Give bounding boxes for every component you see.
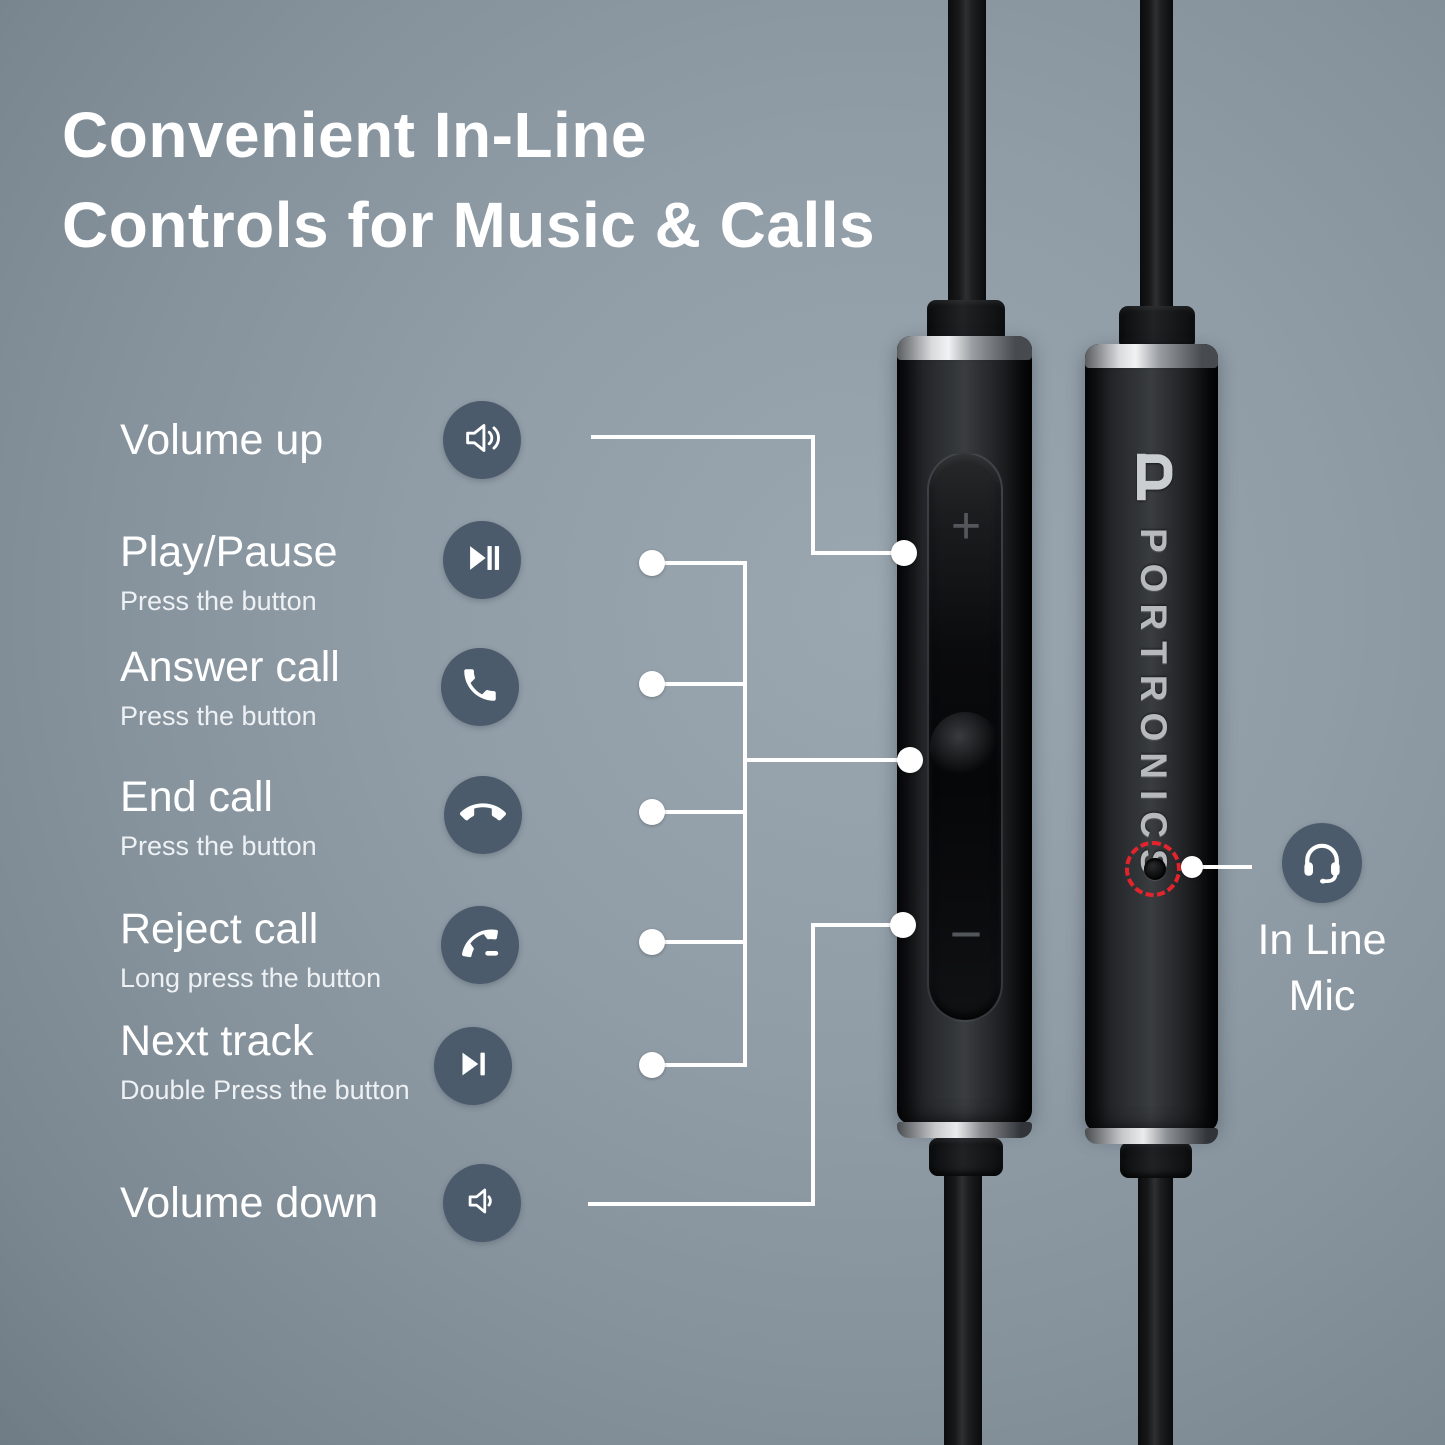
volume-up-badge xyxy=(443,401,521,479)
feature-row-next-track: Next track Double Press the button xyxy=(120,1015,410,1107)
callout-dot-plus-button xyxy=(891,540,917,566)
in-line-mic-label: In Line Mic xyxy=(1192,912,1445,1024)
callout-dot-reject-call xyxy=(639,929,665,955)
callout-line-play-pause xyxy=(652,561,745,565)
callout-dot-end-call xyxy=(639,799,665,825)
feature-title: Reject call xyxy=(120,905,319,953)
callout-dot-answer-call xyxy=(639,671,665,697)
in-line-mic-label-line-2: Mic xyxy=(1288,972,1356,1020)
portronics-logo-icon xyxy=(1121,446,1185,513)
answer-call-icon xyxy=(459,664,501,711)
feature-subtitle: Press the button xyxy=(120,831,317,861)
in-line-mic-badge xyxy=(1282,823,1362,903)
volume-down-badge xyxy=(443,1164,521,1242)
callout-dot-next-track xyxy=(639,1052,665,1078)
play-pause-badge xyxy=(443,521,521,599)
feature-row-reject-call: Reject call Long press the button xyxy=(120,903,381,995)
feature-subtitle: Long press the button xyxy=(120,963,382,993)
page-title: Convenient In-Line Controls for Music & … xyxy=(62,90,875,270)
next-track-badge xyxy=(434,1027,512,1105)
feature-subtitle: Press the button xyxy=(120,701,317,731)
callout-line-answer-call xyxy=(652,682,745,686)
reject-call-badge xyxy=(441,906,519,984)
feature-title: Next track xyxy=(120,1017,314,1065)
feature-row-volume-down: Volume down xyxy=(120,1177,378,1229)
center-button xyxy=(930,712,1000,782)
left-cable-bottom xyxy=(944,1168,982,1445)
feature-row-answer-call: Answer call Press the button xyxy=(120,641,340,733)
end-call-icon xyxy=(459,790,506,841)
right-pod-top-collar xyxy=(1119,306,1195,350)
callout-line-end-call xyxy=(652,810,745,814)
left-pod-bottom-collar xyxy=(929,1138,1003,1176)
callout-line-volume-down-h1 xyxy=(588,1202,813,1206)
feature-title: End call xyxy=(120,773,273,821)
answer-call-badge xyxy=(441,648,519,726)
feature-subtitle: Double Press the button xyxy=(120,1075,410,1105)
reject-call-icon xyxy=(459,922,501,969)
volume-up-mark: + xyxy=(950,497,982,555)
callout-dot-play-pause xyxy=(639,550,665,576)
callout-dot-minus-button xyxy=(890,912,916,938)
right-cable-bottom xyxy=(1138,1172,1173,1445)
right-pod-bottom-collar xyxy=(1120,1142,1192,1178)
feature-subtitle: Press the button xyxy=(120,586,317,616)
callout-line-next-track xyxy=(652,1063,745,1067)
volume-down-mark: − xyxy=(949,902,983,965)
feature-row-end-call: End call Press the button xyxy=(120,771,317,863)
feature-row-volume-up: Volume up xyxy=(120,414,323,466)
title-line-1: Convenient In-Line xyxy=(62,99,647,171)
callout-line-volume-up-v xyxy=(811,435,815,555)
title-line-2: Controls for Music & Calls xyxy=(62,189,876,261)
next-track-icon xyxy=(452,1043,494,1090)
feature-title: Play/Pause xyxy=(120,528,338,576)
headset-mic-icon xyxy=(1298,837,1346,890)
left-pod-top-bevel xyxy=(897,336,1032,360)
feature-row-play-pause: Play/Pause Press the button xyxy=(120,526,338,618)
volume-down-icon xyxy=(460,1179,504,1228)
callout-line-center-button xyxy=(745,758,912,762)
right-cable-top xyxy=(1140,0,1173,322)
callout-dot-mic xyxy=(1181,856,1203,878)
feature-title: Answer call xyxy=(120,643,340,691)
callout-line-volume-down-v xyxy=(811,923,815,1206)
callout-dot-center-button xyxy=(897,747,923,773)
play-pause-icon xyxy=(460,536,504,585)
mic-highlight-ring xyxy=(1125,841,1181,897)
callout-line-reject-call xyxy=(652,940,745,944)
callout-line-mic xyxy=(1190,865,1252,869)
callout-line-volume-up-h2 xyxy=(811,551,906,555)
callout-line-volume-up-h1 xyxy=(591,435,813,439)
left-pod-bottom-ring xyxy=(897,1122,1032,1138)
end-call-badge xyxy=(444,776,522,854)
in-line-mic-label-line-1: In Line xyxy=(1257,916,1387,964)
volume-up-icon xyxy=(459,415,505,466)
callout-line-volume-down-h2 xyxy=(811,923,905,927)
left-cable-top xyxy=(948,0,986,316)
right-pod-top-bevel xyxy=(1085,344,1218,368)
feature-title: Volume down xyxy=(120,1179,379,1227)
callout-trunk-line xyxy=(743,561,747,1067)
inline-remote-back xyxy=(1085,344,1218,1132)
feature-title: Volume up xyxy=(120,416,324,464)
brand-name: PORTRONICS xyxy=(1133,528,1174,885)
right-pod-bottom-ring xyxy=(1085,1128,1218,1144)
